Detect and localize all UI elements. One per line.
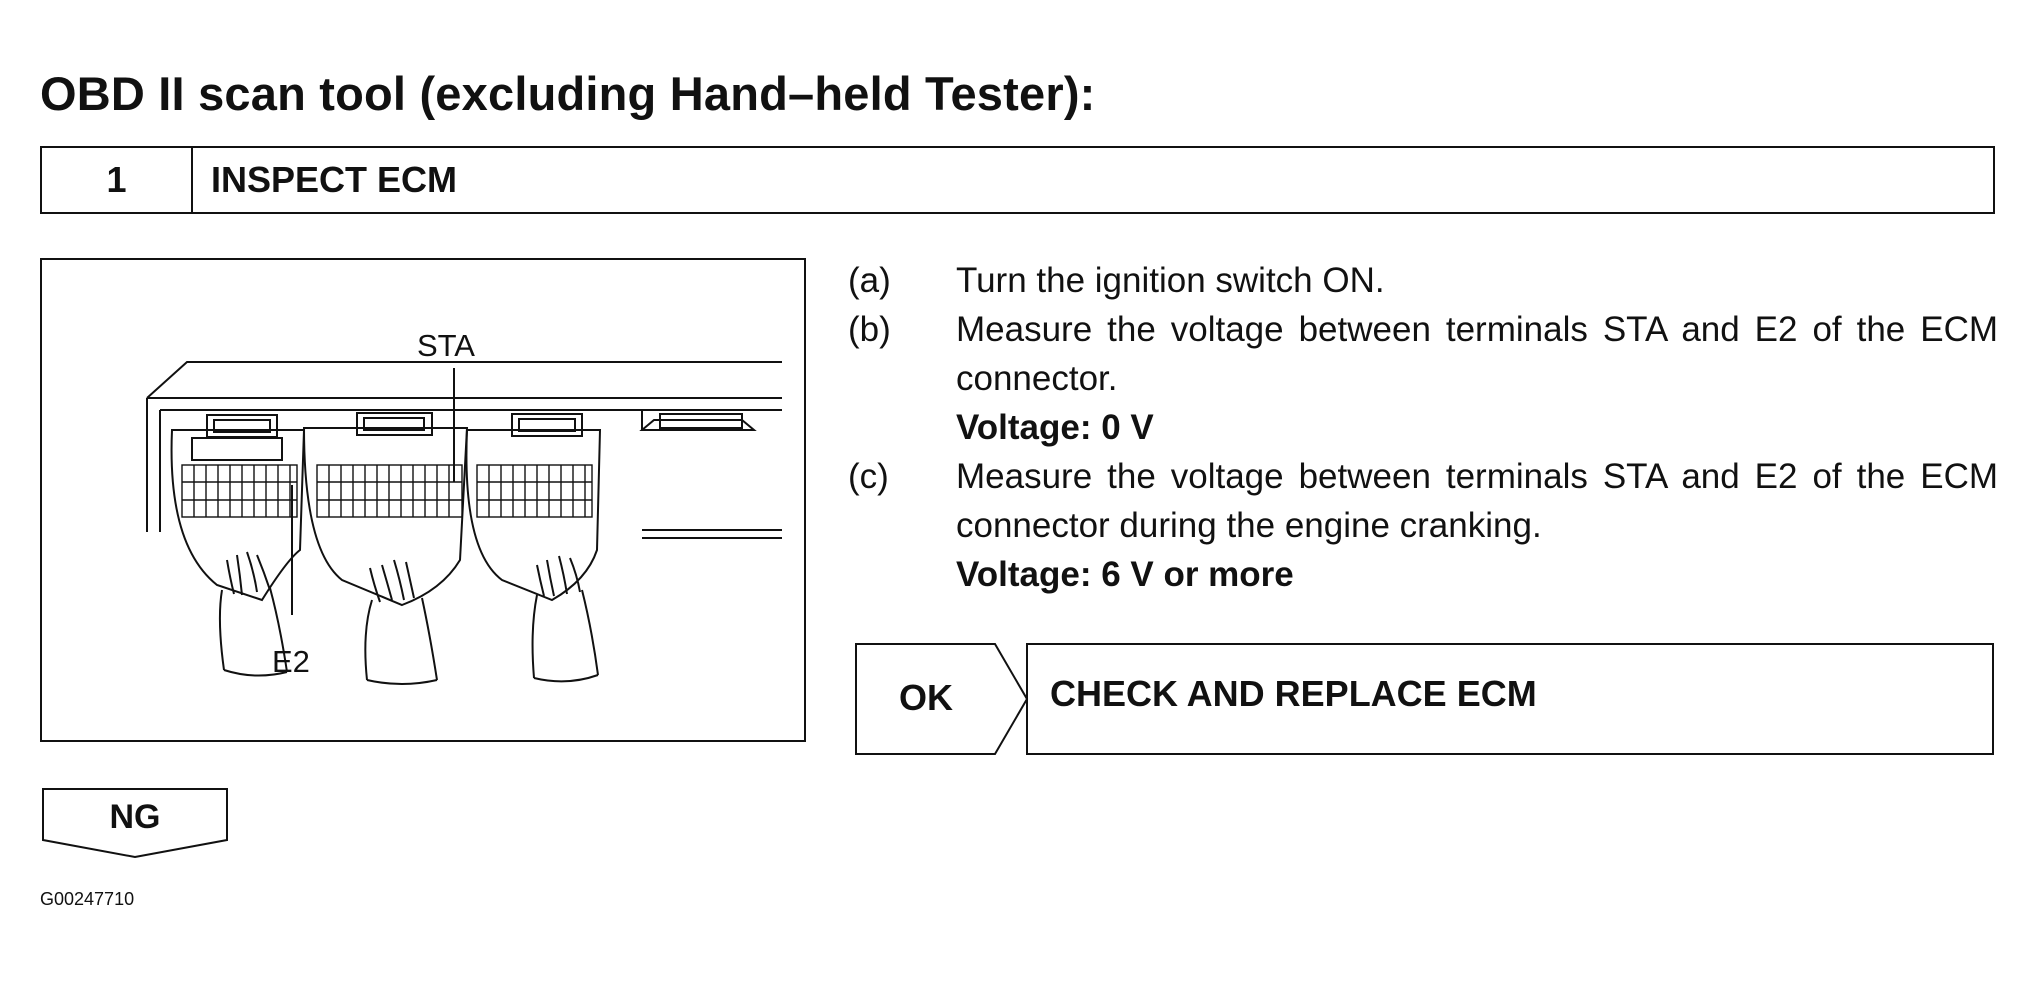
ok-result-box: OK CHECK AND REPLACE ECM bbox=[855, 643, 1995, 755]
ok-action: CHECK AND REPLACE ECM bbox=[1050, 673, 1537, 714]
terminal-label-sta: STA bbox=[417, 328, 475, 363]
ok-arrow-outline bbox=[855, 643, 1994, 755]
ng-result-box: NG bbox=[42, 788, 228, 858]
voltage-spec: Voltage: 6 V or more bbox=[956, 555, 1294, 594]
instruction-body: Turn the ignition switch ON. bbox=[956, 261, 1385, 300]
voltage-spec: Voltage: 0 V bbox=[956, 408, 1154, 447]
ecm-connector-drawing bbox=[146, 361, 782, 685]
instruction-text: Measure the voltage between terminals ST… bbox=[956, 305, 1998, 452]
instruction-text: Measure the voltage between terminals ST… bbox=[956, 452, 1998, 599]
instruction-item: (b) Measure the voltage between terminal… bbox=[848, 305, 1998, 452]
instruction-marker: (b) bbox=[848, 310, 891, 349]
ok-label: OK bbox=[899, 677, 953, 718]
terminal-label-e2: E2 bbox=[272, 644, 310, 679]
step-number: 1 bbox=[42, 148, 193, 212]
ng-arrow-outline bbox=[42, 788, 228, 858]
ng-label: NG bbox=[109, 798, 161, 836]
instruction-text: Turn the ignition switch ON. bbox=[956, 256, 1998, 305]
instruction-item: (c) Measure the voltage between terminal… bbox=[848, 452, 1998, 599]
figure-code: G00247710 bbox=[40, 889, 135, 909]
instruction-body: Measure the voltage between terminals ST… bbox=[956, 457, 1998, 545]
page-title: OBD II scan tool (excluding Hand–held Te… bbox=[40, 67, 1096, 120]
instruction-marker: (c) bbox=[848, 457, 889, 496]
instruction-item: (a) Turn the ignition switch ON. bbox=[848, 256, 1998, 305]
instruction-body: Measure the voltage between terminals ST… bbox=[956, 310, 1998, 398]
ecm-connector-figure: STA E2 bbox=[40, 258, 806, 742]
step-name: INSPECT ECM bbox=[211, 159, 458, 200]
step-header: 1 INSPECT ECM bbox=[40, 146, 1995, 214]
instruction-list: (a) Turn the ignition switch ON. (b) Mea… bbox=[848, 256, 1998, 599]
instruction-marker: (a) bbox=[848, 261, 891, 300]
